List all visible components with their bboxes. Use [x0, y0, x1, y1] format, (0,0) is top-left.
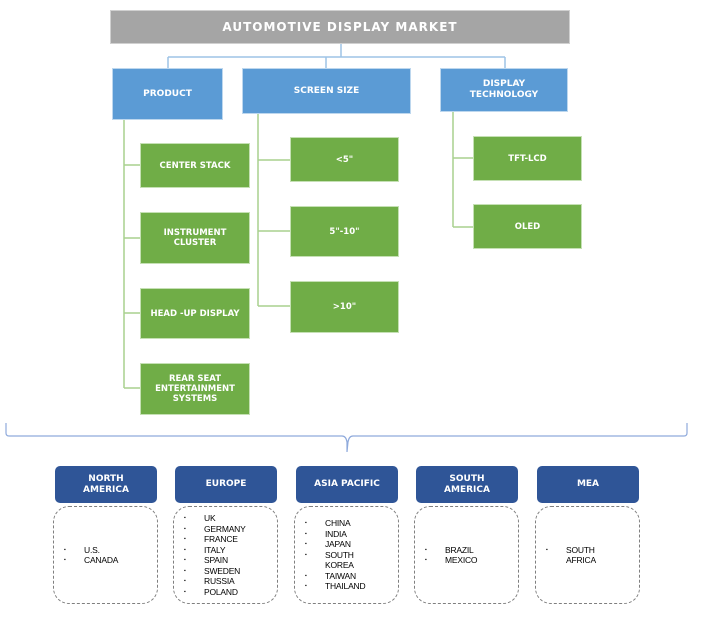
country-name: CHINA	[325, 518, 351, 529]
region-country-list-mea: ▪ SOUTH AFRICA	[535, 506, 640, 604]
country-item: ▪ SOUTH AFRICA	[536, 545, 639, 566]
category-product: PRODUCT	[112, 68, 223, 120]
bullet-icon: ▪	[184, 515, 186, 521]
country-name: SOUTH AFRICA	[566, 544, 596, 566]
leaf-instrument-cluster: INSTRUMENT CLUSTER	[140, 212, 250, 264]
country-list: ▪ SOUTH AFRICA	[536, 545, 639, 566]
leaf-5-to-10-inch: 5"-10"	[290, 206, 399, 257]
country-name: TAIWAN	[325, 570, 356, 581]
leaf-oled: OLED	[473, 204, 582, 249]
bullet-icon: ▪	[305, 530, 307, 537]
region-country-list-south-america: ▪ BRAZIL ▪ MEXICO	[414, 506, 519, 604]
bullet-icon: ▪	[305, 520, 307, 527]
country-item: ▪ CHINA	[295, 518, 398, 529]
country-item: ▪ INDIA	[295, 529, 398, 540]
country-item: ▪ THAILAND	[295, 581, 398, 592]
title-connectors	[167, 44, 506, 68]
country-name: UK	[204, 513, 216, 523]
country-item: ▪ SOUTH KOREA	[295, 550, 398, 571]
leaf-over-10-inch: >10"	[290, 281, 399, 333]
country-item: ▪ JAPAN	[295, 539, 398, 550]
country-list: ▪ U.S. ▪ CANADA	[54, 545, 157, 566]
country-name: RUSSIA	[204, 576, 235, 586]
country-list: ▪ BRAZIL ▪ MEXICO	[415, 545, 518, 566]
region-country-list-north-america: ▪ U.S. ▪ CANADA	[53, 506, 158, 604]
country-item: ▪ RUSSIA	[174, 576, 277, 587]
bullet-icon: ▪	[184, 578, 186, 584]
region-header-north-america: NORTH AMERICA	[55, 466, 157, 503]
country-name: JAPAN	[325, 539, 351, 550]
country-item: ▪ SWEDEN	[174, 566, 277, 577]
leaf-rear-seat-entertainment: REAR SEAT ENTERTAINMENT SYSTEMS	[140, 363, 250, 415]
country-name: SPAIN	[204, 555, 228, 565]
region-header-europe: EUROPE	[175, 466, 277, 503]
leaf-connectors	[123, 112, 473, 389]
country-name: INDIA	[325, 528, 347, 539]
country-name: THAILAND	[325, 581, 366, 592]
diagram-title: AUTOMOTIVE DISPLAY MARKET	[110, 10, 570, 44]
bullet-icon: ▪	[184, 557, 186, 563]
country-name: CANADA	[84, 555, 119, 565]
leaf-under-5-inch: <5"	[290, 137, 399, 182]
country-item: ▪ GERMANY	[174, 524, 277, 535]
country-item: ▪ SPAIN	[174, 555, 277, 566]
country-item: ▪ TAIWAN	[295, 571, 398, 582]
country-name: U.S.	[84, 544, 100, 555]
region-bracket	[5, 423, 688, 453]
region-country-list-europe: ▪ UK ▪ GERMANY ▪ FRANCE ▪ ITALY ▪ SPAIN ▪ SWEDEN ▪ RU…	[173, 506, 278, 604]
country-name: POLAND	[204, 586, 238, 597]
bullet-icon: ▪	[425, 557, 427, 563]
category-display-technology: DISPLAY TECHNOLOGY	[440, 68, 568, 112]
country-name: ITALY	[204, 544, 226, 555]
country-item: ▪ ITALY	[174, 545, 277, 556]
country-item: ▪ MEXICO	[415, 555, 518, 566]
region-header-south-america: SOUTH AMERICA	[416, 466, 518, 503]
bullet-icon: ▪	[184, 588, 186, 595]
bullet-icon: ▪	[184, 567, 186, 574]
country-item: ▪ UK	[174, 513, 277, 524]
country-name: GERMANY	[204, 523, 246, 534]
region-country-list-asia-pacific: ▪ CHINA ▪ INDIA ▪ JAPAN ▪ SOUTH KOREA ▪ TAIWAN ▪ TH…	[294, 506, 399, 604]
bullet-icon: ▪	[184, 536, 186, 542]
bullet-icon: ▪	[305, 572, 307, 579]
country-list: ▪ CHINA ▪ INDIA ▪ JAPAN ▪ SOUTH KOREA ▪ TAIWAN ▪ TH…	[295, 518, 398, 592]
country-item: ▪ U.S.	[54, 545, 157, 556]
bullet-icon: ▪	[305, 583, 307, 590]
bullet-icon: ▪	[305, 551, 307, 558]
bullet-icon: ▪	[64, 546, 66, 553]
country-list: ▪ UK ▪ GERMANY ▪ FRANCE ▪ ITALY ▪ SPAIN ▪ SWEDEN ▪ RU…	[174, 513, 277, 597]
category-screen-size: SCREEN SIZE	[242, 68, 411, 114]
country-name: SOUTH KOREA	[325, 549, 354, 571]
region-header-mea: MEA	[537, 466, 639, 503]
leaf-head-up-display: HEAD -UP DISPLAY	[140, 288, 250, 339]
leaf-tft-lcd: TFT-LCD	[473, 136, 582, 181]
country-item: ▪ POLAND	[174, 587, 277, 598]
country-name: SWEDEN	[204, 565, 241, 576]
region-header-asia-pacific: ASIA PACIFIC	[296, 466, 398, 503]
bullet-icon: ▪	[305, 541, 307, 548]
bullet-icon: ▪	[425, 546, 427, 553]
bullet-icon: ▪	[184, 546, 186, 553]
country-item: ▪ FRANCE	[174, 534, 277, 545]
country-item: ▪ BRAZIL	[415, 545, 518, 556]
leaf-center-stack: CENTER STACK	[140, 143, 250, 188]
country-name: BRAZIL	[445, 544, 474, 555]
country-name: MEXICO	[445, 555, 478, 565]
country-name: FRANCE	[204, 534, 238, 544]
bullet-icon: ▪	[184, 525, 186, 532]
country-item: ▪ CANADA	[54, 555, 157, 566]
bullet-icon: ▪	[64, 557, 66, 563]
bullet-icon: ▪	[546, 546, 548, 553]
